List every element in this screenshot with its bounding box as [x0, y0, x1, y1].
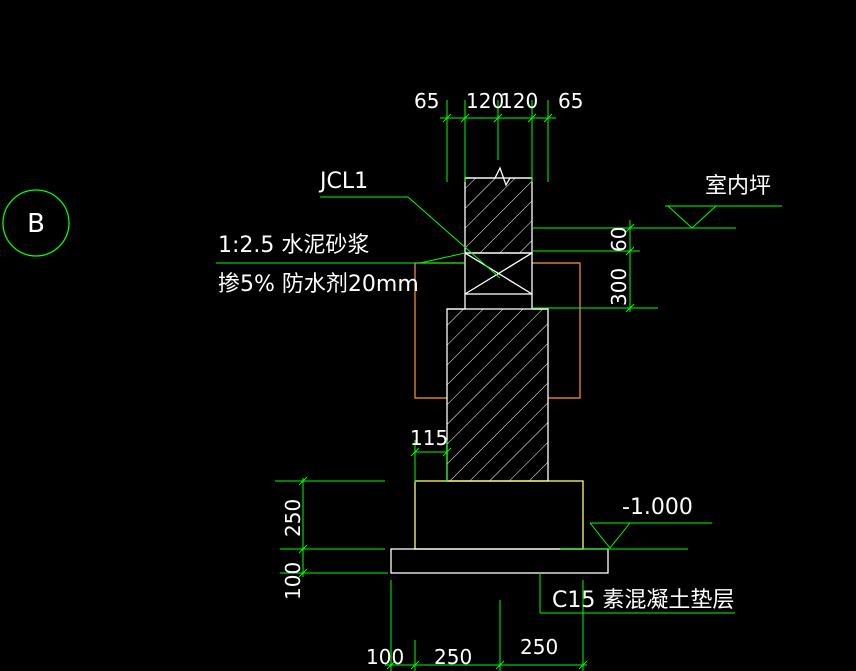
cushion-label: C15 素混凝土垫层 — [552, 588, 734, 613]
indoor-floor-label: 室内坪 — [705, 174, 771, 199]
dim-top-4: 65 — [558, 89, 583, 113]
dim-bottom-250a: 250 — [434, 645, 472, 669]
axis-bubble-label: B — [27, 209, 45, 239]
dim-left-100: 100 — [281, 562, 305, 600]
dim-left-250: 250 — [281, 499, 305, 537]
beam-jcl1 — [464, 252, 533, 295]
dim-right-60: 60 — [607, 227, 631, 252]
beam-label: JCL1 — [318, 169, 368, 194]
cushion-block — [390, 548, 609, 574]
mortar-label-line2: 掺5% 防水剂20mm — [218, 272, 419, 297]
dim-bottom-100: 100 — [366, 645, 404, 669]
footing — [414, 480, 584, 550]
mortar-label-line1: 1:2.5 水泥砂浆 — [218, 233, 369, 258]
dim-top-1: 65 — [414, 89, 439, 113]
upper-wall-hatch — [464, 177, 533, 254]
dim-top-3: 120 — [500, 89, 538, 113]
footing-block — [414, 480, 584, 550]
axis-bubble: B — [2, 189, 70, 257]
wall-section — [446, 166, 549, 482]
dim-bottom-250b: 250 — [520, 635, 558, 659]
dim-right-300: 300 — [607, 268, 631, 306]
dimension-lines — [216, 100, 782, 671]
dim-step-115: 115 — [410, 426, 448, 450]
cushion — [390, 548, 609, 574]
elevation-label: -1.000 — [622, 495, 693, 520]
lower-wall-hatch — [446, 308, 549, 482]
dim-top-2: 120 — [466, 89, 504, 113]
